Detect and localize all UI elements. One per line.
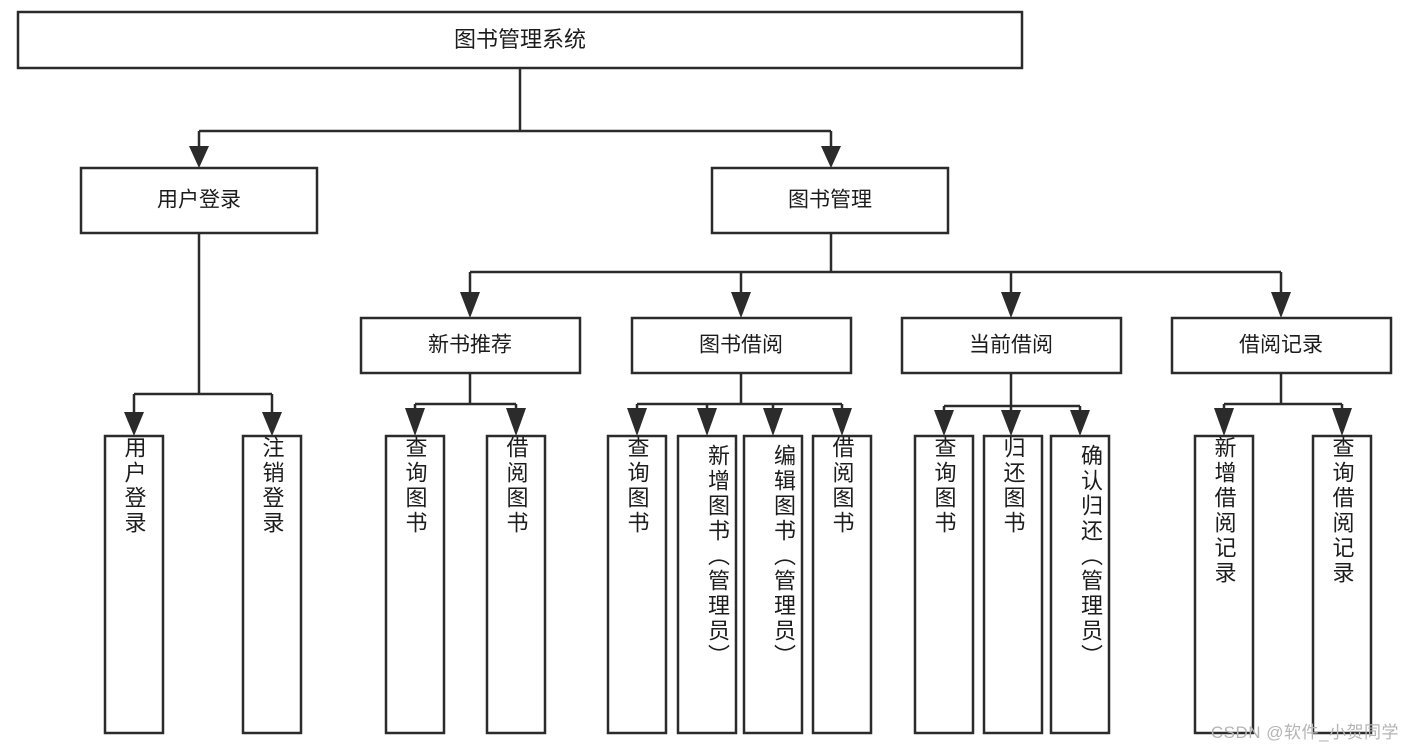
node-current-borrow-box[interactable]	[900, 316, 1123, 375]
node-book-management-box[interactable]	[710, 166, 950, 235]
leaf-box-current-borrow-3[interactable]	[1049, 434, 1111, 735]
node-current-borrow-label: 当前借阅	[969, 334, 1053, 357]
leaf-box-book-borrow-2[interactable]	[676, 434, 738, 735]
leaf-box-user-login-2[interactable]	[241, 434, 303, 735]
arrow-current-borrow-leaf-3-icon	[1070, 410, 1090, 436]
arrow-current-borrow-leaf-1-icon	[934, 410, 954, 436]
node-new-book-recommend-box[interactable]	[359, 316, 582, 375]
leaf-box-book-borrow-1[interactable]	[606, 434, 668, 735]
arrow-borrow-record-leaf-1-icon	[1214, 408, 1234, 436]
arrow-root-to-book-mgmt-icon	[821, 146, 841, 168]
node-borrow-record-label: 借阅记录	[1239, 334, 1323, 357]
leaf-box-borrow-record-2[interactable]	[1311, 434, 1373, 735]
arrow-to-new-book-recommend-icon	[460, 292, 480, 318]
node-user-login-box[interactable]	[79, 166, 319, 235]
connector-layer	[124, 68, 1352, 436]
node-book-management-label: 图书管理	[788, 189, 872, 212]
node-book-management[interactable]: 图书管理	[710, 166, 950, 235]
leaf-box-new-book-2[interactable]	[485, 434, 547, 735]
leaf-box-borrow-record-1[interactable]	[1193, 434, 1255, 735]
node-root[interactable]: 图书管理系统	[16, 10, 1024, 70]
arrow-book-borrow-leaf-2-icon	[697, 408, 717, 436]
arrow-root-to-user-login-icon	[189, 146, 209, 168]
node-new-book-recommend[interactable]: 新书推荐	[359, 316, 582, 375]
node-borrow-record-box[interactable]	[1170, 316, 1393, 375]
node-user-login-label: 用户登录	[157, 189, 241, 212]
node-book-borrow-label: 图书借阅	[699, 334, 783, 357]
node-borrow-record[interactable]: 借阅记录	[1170, 316, 1393, 375]
node-current-borrow[interactable]: 当前借阅	[900, 316, 1123, 375]
arrow-user-login-leaf-2-icon	[262, 412, 282, 436]
leaf-box-book-borrow-4[interactable]	[811, 434, 873, 735]
node-root-box[interactable]	[16, 10, 1024, 70]
arrow-user-login-leaf-1-icon	[124, 412, 144, 436]
leaf-box-layer	[103, 434, 1373, 735]
node-book-borrow[interactable]: 图书借阅	[630, 316, 853, 375]
leaf-box-current-borrow-1[interactable]	[913, 434, 975, 735]
node-root-label: 图书管理系统	[454, 27, 586, 52]
leaf-box-user-login-1[interactable]	[103, 434, 165, 735]
node-book-borrow-box[interactable]	[630, 316, 853, 375]
arrow-new-book-leaf-1-icon	[405, 408, 425, 436]
leaf-box-book-borrow-3[interactable]	[742, 434, 804, 735]
arrow-to-current-borrow-icon	[1001, 292, 1021, 318]
arrow-to-borrow-record-icon	[1271, 292, 1291, 318]
node-user-login[interactable]: 用户登录	[79, 166, 319, 235]
arrow-book-borrow-leaf-1-icon	[627, 408, 647, 436]
arrow-borrow-record-leaf-2-icon	[1332, 408, 1352, 436]
leaf-box-new-book-1[interactable]	[384, 434, 446, 735]
arrow-current-borrow-leaf-2-icon	[1001, 410, 1021, 436]
node-new-book-recommend-label: 新书推荐	[428, 334, 512, 357]
arrow-book-borrow-leaf-4-icon	[832, 408, 852, 436]
arrow-new-book-leaf-2-icon	[506, 408, 526, 436]
leaf-box-current-borrow-2[interactable]	[982, 434, 1044, 735]
arrow-book-borrow-leaf-3-icon	[763, 408, 783, 436]
arrow-to-book-borrow-icon	[731, 292, 751, 318]
